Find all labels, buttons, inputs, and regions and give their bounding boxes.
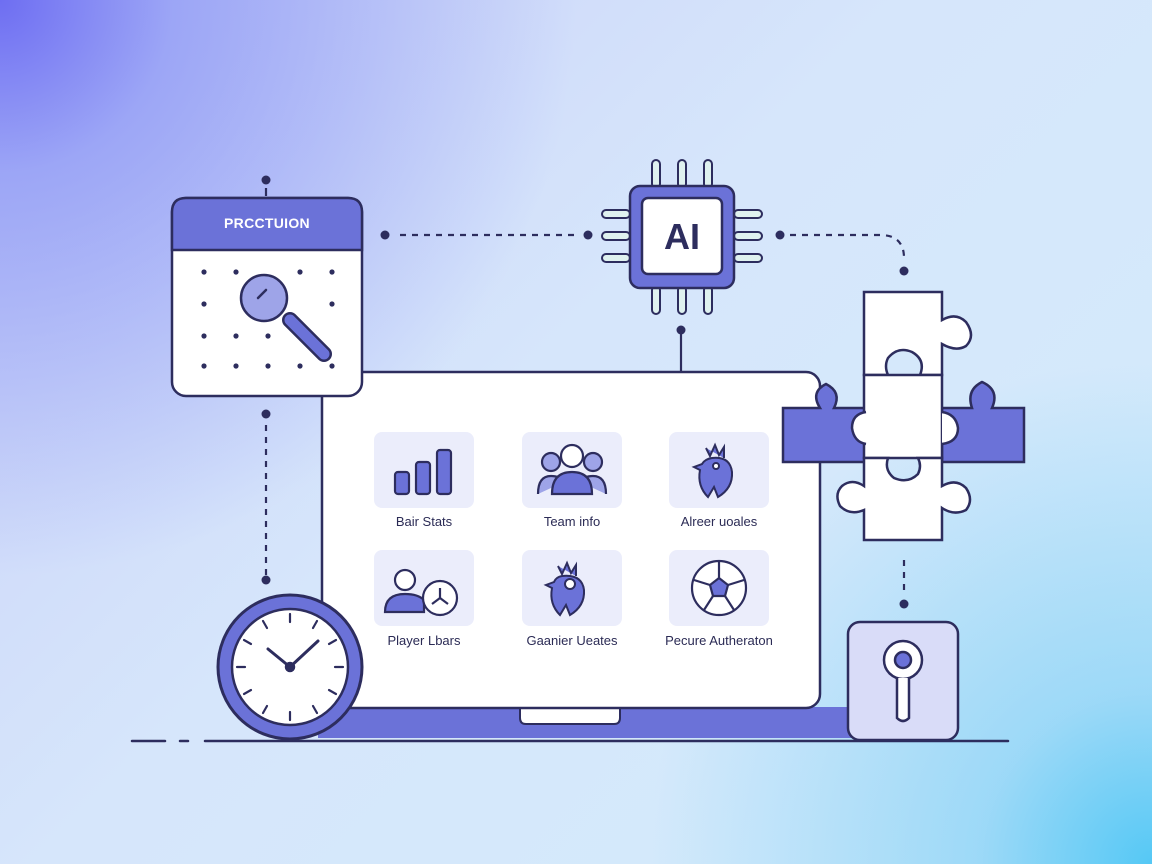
rooster-icon bbox=[691, 442, 734, 499]
tile-label-gaanier-ueates: Gaanier Ueates bbox=[526, 633, 618, 648]
connector-lines bbox=[264, 188, 906, 590]
calendar-card bbox=[170, 196, 364, 398]
chip-icon bbox=[601, 159, 763, 315]
soccer-ball-icon bbox=[690, 559, 748, 617]
magnifier-icon bbox=[239, 273, 332, 362]
tile-label-pecure-autheraton: Pecure Autheraton bbox=[665, 633, 773, 648]
rooster-icon bbox=[543, 560, 586, 617]
connector-dots bbox=[261, 175, 909, 609]
keyhole-icon bbox=[846, 620, 960, 742]
tile-label-team-info: Team info bbox=[543, 514, 601, 529]
puzzle-icon bbox=[781, 290, 1026, 542]
chip-label: AI bbox=[664, 216, 700, 257]
bar-chart-icon bbox=[393, 448, 453, 496]
player-clock-icon bbox=[383, 568, 459, 617]
calendar-grid-dots bbox=[201, 269, 335, 369]
tile-label-player-lbars: Player Lbars bbox=[387, 633, 461, 648]
tile-label-bair-stats: Bair Stats bbox=[395, 514, 453, 529]
calendar-title: PRCCTUION bbox=[224, 215, 310, 231]
clock-icon bbox=[216, 593, 364, 741]
team-icon bbox=[536, 443, 608, 496]
tile-label-alreer-uoales: Alreer uoales bbox=[680, 514, 758, 529]
